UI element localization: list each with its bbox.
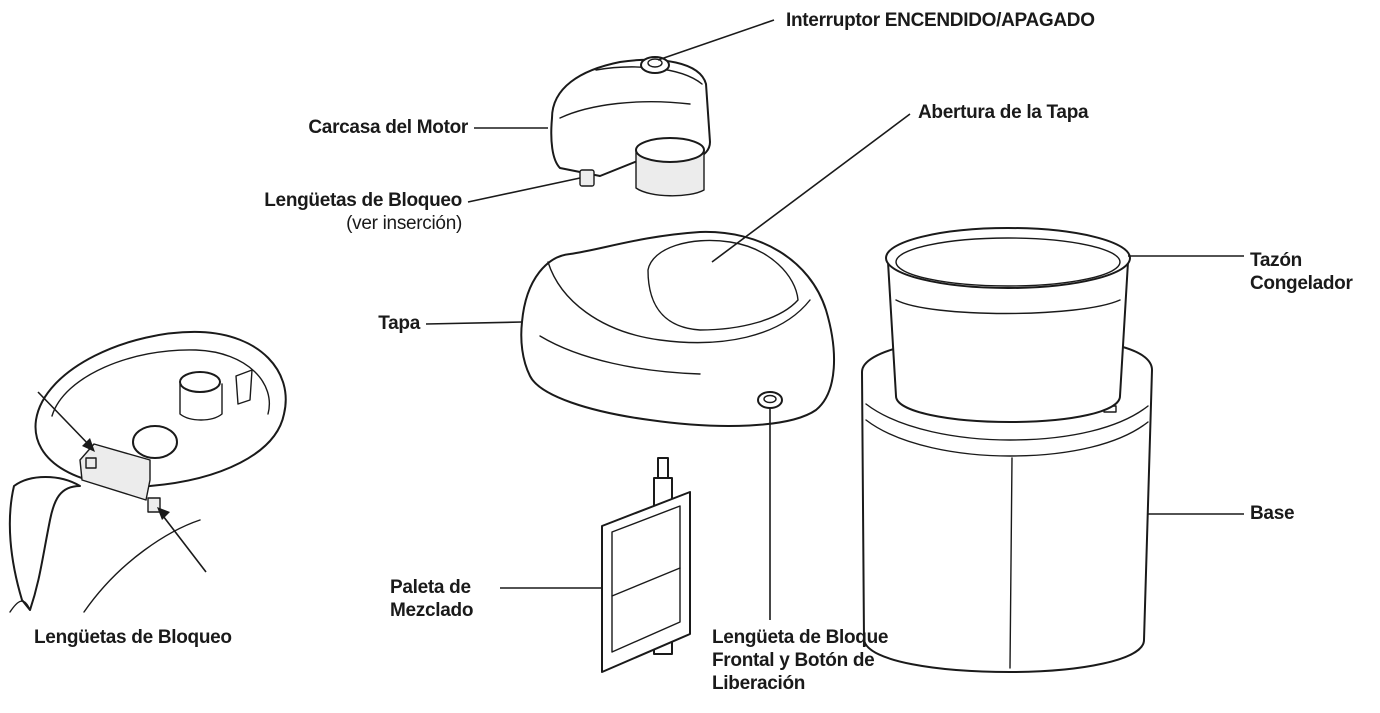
label-motor-housing: Carcasa del Motor bbox=[308, 117, 468, 138]
leader-lines bbox=[37, 19, 1244, 620]
label-locking-tabs-note: (ver inserción) bbox=[346, 213, 462, 234]
inset-drawing bbox=[8, 330, 287, 613]
arrowhead-inset-bottom bbox=[157, 507, 170, 520]
label-front-tab-3: Liberación bbox=[712, 673, 806, 694]
freezer-bowl-drawing bbox=[885, 227, 1131, 423]
label-base: Base bbox=[1250, 503, 1295, 524]
label-paddle-2: Mezclado bbox=[390, 600, 474, 621]
leader-inset-bottom bbox=[159, 511, 207, 573]
label-inset-locking-tabs: Lengüetas de Bloqueo bbox=[34, 627, 232, 648]
leader-lid-opening bbox=[711, 113, 911, 263]
label-paddle-1: Paleta de bbox=[390, 577, 471, 598]
arrowhead-inset-top bbox=[82, 438, 95, 452]
label-freezer-bowl-1: Tazón bbox=[1250, 250, 1302, 271]
label-freezer-bowl-2: Congelador bbox=[1250, 273, 1353, 294]
base-drawing bbox=[861, 335, 1153, 673]
lid-drawing bbox=[520, 230, 835, 427]
label-front-tab-2: Frontal y Botón de bbox=[712, 650, 875, 671]
label-locking-tabs: Lengüetas de Bloqueo bbox=[264, 190, 462, 211]
mixing-paddle-drawing bbox=[601, 457, 691, 673]
label-lid-opening: Abertura de la Tapa bbox=[918, 102, 1089, 123]
motor-housing-drawing bbox=[550, 56, 711, 197]
leader-switch bbox=[657, 19, 775, 61]
leader-inset-top bbox=[37, 391, 93, 449]
label-lid: Tapa bbox=[378, 313, 420, 334]
label-front-tab-1: Lengüeta de Bloque bbox=[712, 627, 889, 648]
leader-lid bbox=[425, 321, 523, 325]
leader-locking-tabs bbox=[467, 177, 581, 203]
label-on-off-switch: Interruptor ENCENDIDO/APAGADO bbox=[786, 10, 1095, 31]
